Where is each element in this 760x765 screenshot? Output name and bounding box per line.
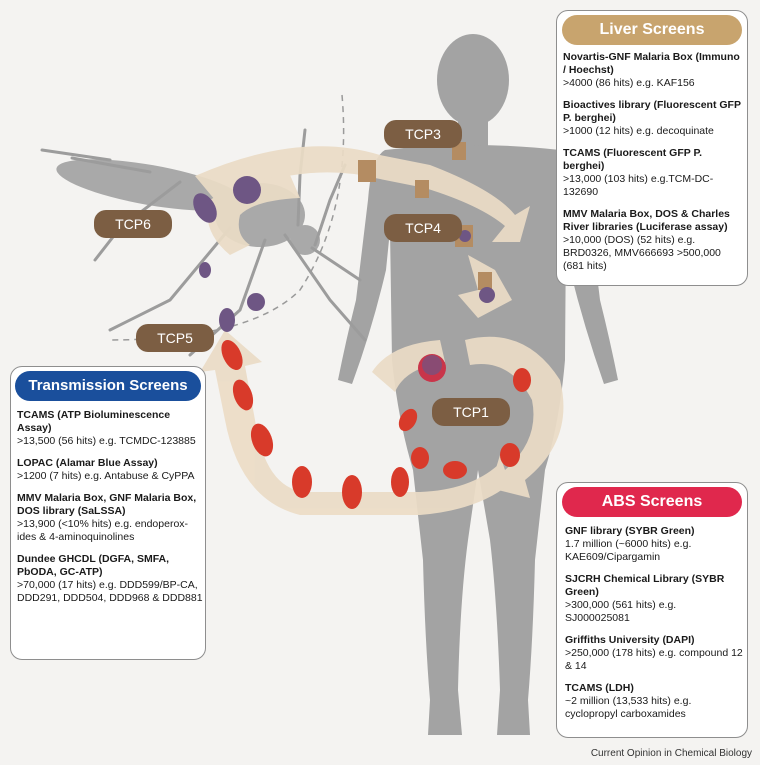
entry-text: >13,000 (103 hits) e.g.TCM-DC-132690 <box>563 173 714 198</box>
entry-title: TCAMS (Fluorescent GFP P. berghei) <box>563 147 703 172</box>
tcp4-label: TCP4 <box>384 214 462 242</box>
entry-title: Novartis-GNF Malaria Box (Immuno / Hoech… <box>563 51 740 76</box>
entry-title: Bioactives library (Fluorescent GFP P. b… <box>563 99 741 124</box>
human-silhouette <box>338 34 618 735</box>
entry-text: 1.7 million (~6000 hits) e.g. KAE609/Cip… <box>565 538 692 563</box>
entry-text: >300,000 (561 hits) e.g. SJ000025081 <box>565 599 677 624</box>
entry-title: Griffiths University (DAPI) <box>565 634 695 646</box>
liver-screens-panel: Liver Screens Novartis-GNF Malaria Box (… <box>556 10 748 286</box>
abs-entry-gnf: GNF library (SYBR Green) 1.7 million (~6… <box>565 525 743 564</box>
entry-title: MMV Malaria Box, DOS & Charles River lib… <box>563 208 730 233</box>
entry-text: >4000 (86 hits) e.g. KAF156 <box>563 77 695 89</box>
liver-entry-tcams: TCAMS (Fluorescent GFP P. berghei) >13,0… <box>563 147 743 199</box>
entry-title: MMV Malaria Box, GNF Malaria Box, DOS li… <box>17 492 197 517</box>
entry-text: ~2 million (13,533 hits) e.g. cyclopropy… <box>565 695 692 720</box>
entry-title: GNF library (SYBR Green) <box>565 525 695 537</box>
liver-screens-list: Novartis-GNF Malaria Box (Immuno / Hoech… <box>563 51 743 282</box>
entry-title: SJCRH Chemical Library (SYBR Green) <box>565 573 725 598</box>
transmission-entry-tcams: TCAMS (ATP Bioluminescence Assay) >13,50… <box>17 409 203 448</box>
tcp3-label: TCP3 <box>384 120 462 148</box>
entry-title: TCAMS (LDH) <box>565 682 634 694</box>
transmission-screens-list: TCAMS (ATP Bioluminescence Assay) >13,50… <box>17 409 203 614</box>
transmission-screens-panel: Transmission Screens TCAMS (ATP Biolumin… <box>10 366 206 660</box>
abs-screens-list: GNF library (SYBR Green) 1.7 million (~6… <box>565 525 743 730</box>
entry-title: TCAMS (ATP Bioluminescence Assay) <box>17 409 171 434</box>
entry-text: >13,900 (<10% hits) e.g. endoperox-ides … <box>17 518 189 543</box>
transmission-screens-title: Transmission Screens <box>15 371 201 401</box>
parasite-cells <box>193 142 531 509</box>
liver-entry-novartis: Novartis-GNF Malaria Box (Immuno / Hoech… <box>563 51 743 90</box>
abs-entry-tcams: TCAMS (LDH) ~2 million (13,533 hits) e.g… <box>565 682 743 721</box>
entry-text: >1200 (7 hits) e.g. Antabuse & CyPPA <box>17 470 195 482</box>
liver-entry-mmv: MMV Malaria Box, DOS & Charles River lib… <box>563 208 743 273</box>
figure-credit: Current Opinion in Chemical Biology <box>590 748 752 759</box>
tcp5-label: TCP5 <box>136 324 214 352</box>
tcp1-label: TCP1 <box>432 398 510 426</box>
abs-screens-panel: ABS Screens GNF library (SYBR Green) 1.7… <box>556 482 748 738</box>
entry-title: LOPAC (Alamar Blue Assay) <box>17 457 158 469</box>
abs-entry-griffiths: Griffiths University (DAPI) >250,000 (17… <box>565 634 743 673</box>
tcp6-label: TCP6 <box>94 210 172 238</box>
transmission-entry-lopac: LOPAC (Alamar Blue Assay) >1200 (7 hits)… <box>17 457 203 483</box>
entry-text: >70,000 (17 hits) e.g. DDD599/BP-CA, DDD… <box>17 579 203 604</box>
entry-text: >250,000 (178 hits) e.g. compound 12 & 1… <box>565 647 743 672</box>
liver-screens-title: Liver Screens <box>562 15 742 45</box>
entry-text: >1000 (12 hits) e.g. decoquinate <box>563 125 714 137</box>
transmission-entry-dundee: Dundee GHCDL (DGFA, SMFA, PbODA, GC-ATP)… <box>17 553 203 605</box>
entry-text: >10,000 (DOS) (52 hits) e.g. BRD0326, MM… <box>563 234 721 272</box>
entry-title: Dundee GHCDL (DGFA, SMFA, PbODA, GC-ATP) <box>17 553 170 578</box>
abs-screens-title: ABS Screens <box>562 487 742 517</box>
liver-entry-bioactives: Bioactives library (Fluorescent GFP P. b… <box>563 99 743 138</box>
abs-entry-sjcrh: SJCRH Chemical Library (SYBR Green) >300… <box>565 573 743 625</box>
entry-text: >13,500 (56 hits) e.g. TCMDC-123885 <box>17 435 196 447</box>
transmission-entry-mmv: MMV Malaria Box, GNF Malaria Box, DOS li… <box>17 492 203 544</box>
